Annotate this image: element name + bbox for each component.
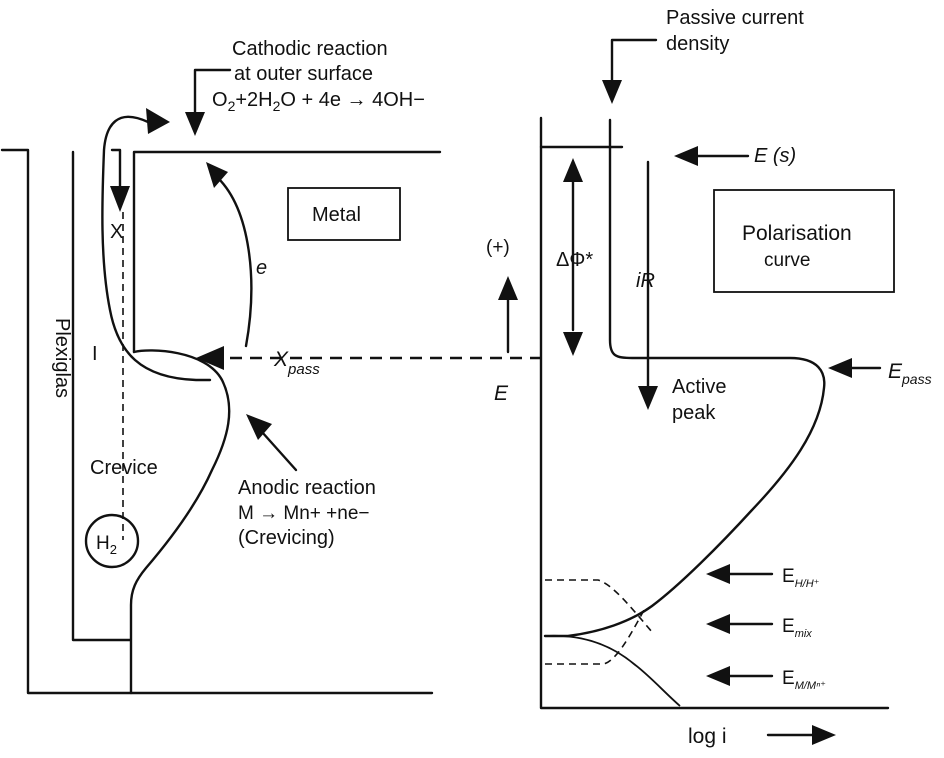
x-pass-arrowhead bbox=[196, 346, 224, 370]
e-mm-arrowhead bbox=[706, 666, 730, 686]
anodic-label-line2: M → Mn+ +ne− bbox=[238, 503, 369, 524]
cathodic-arrow-shaft bbox=[193, 68, 232, 120]
electron-arrowhead bbox=[206, 162, 228, 188]
plus-label: (+) bbox=[486, 237, 510, 258]
e-mm-label: EM/Mⁿ⁺ bbox=[782, 668, 826, 692]
anodic-label-line3: (Crevicing) bbox=[238, 527, 335, 549]
delta-phi-label: ΔΦ* bbox=[556, 249, 593, 271]
metal-block bbox=[132, 150, 442, 354]
h2-main: H bbox=[96, 533, 110, 554]
hydrogen-dashed-branch bbox=[545, 579, 653, 633]
e-mix-main: E bbox=[782, 616, 795, 637]
crevice-label: Crevice bbox=[90, 457, 158, 479]
metal-label: Metal bbox=[312, 204, 361, 226]
anodic-arrow-shaft bbox=[260, 430, 298, 472]
electron-arrow bbox=[216, 176, 253, 348]
x-pass-main: X bbox=[273, 348, 289, 371]
active-peak-line1: Active bbox=[672, 376, 726, 398]
plexiglas-label: Plexiglas bbox=[51, 318, 73, 398]
e-hh-main: E bbox=[782, 566, 795, 587]
anodic-arrowhead bbox=[246, 414, 272, 440]
cathodic-label-line2: at outer surface bbox=[234, 63, 373, 85]
cathodic-arrowhead bbox=[185, 112, 205, 136]
metal-label-box bbox=[287, 187, 401, 241]
electron-label: e bbox=[256, 257, 267, 279]
cathodic-label-line1: Cathodic reaction bbox=[232, 38, 388, 60]
e-mm-main: E bbox=[782, 668, 795, 689]
active-peak-line2: peak bbox=[672, 402, 716, 424]
eq-h-sub: 2 bbox=[273, 98, 281, 114]
e-hh-arrowhead bbox=[706, 564, 730, 584]
current-loop-arrowhead bbox=[146, 108, 170, 134]
cathodic-equation: O2+2H2O + 4e → 4OH− bbox=[212, 89, 425, 114]
e-pass-label: Epass bbox=[888, 360, 932, 387]
ir-arrowhead bbox=[638, 386, 658, 410]
e-pass-sub: pass bbox=[901, 371, 932, 387]
passive-arrowhead bbox=[602, 80, 622, 104]
passive-arrow-shaft bbox=[610, 38, 658, 86]
x-pass-sub: pass bbox=[287, 361, 320, 378]
h2-sub: 2 bbox=[110, 542, 117, 557]
eq-o-sub: 2 bbox=[228, 98, 236, 114]
delta-phi-arrowhead-down bbox=[563, 332, 583, 356]
e-hh-sub: H/H⁺ bbox=[795, 578, 820, 590]
passive-label-line2: density bbox=[666, 33, 729, 55]
plus-arrowhead bbox=[498, 276, 518, 300]
delta-phi-arrowhead-up bbox=[563, 158, 583, 182]
e-s-arrowhead bbox=[674, 146, 698, 166]
passive-label-line1: Passive current bbox=[666, 7, 804, 29]
e-mm-sub: M/Mⁿ⁺ bbox=[795, 680, 826, 692]
current-loop bbox=[101, 115, 212, 382]
eq-rest: O + 4e → 4OH− bbox=[280, 89, 425, 111]
x-arrowhead bbox=[110, 186, 130, 212]
eq-mid: +2H bbox=[235, 89, 272, 111]
e-axis bbox=[539, 116, 890, 710]
e-hh-label: EH/H⁺ bbox=[782, 566, 820, 590]
e-mix-arrowhead bbox=[706, 614, 730, 634]
plexiglas-inner-edge bbox=[71, 150, 132, 642]
ir-label: iR bbox=[636, 270, 655, 292]
log-i-label: log i bbox=[688, 725, 727, 748]
plexiglas-plate bbox=[0, 148, 434, 695]
e-mix-label: Emix bbox=[782, 616, 812, 640]
x-pass-label: Xpass bbox=[273, 348, 320, 378]
x-arrow-shaft bbox=[110, 148, 122, 192]
eq-o: O bbox=[212, 89, 228, 111]
h2-label: H2 bbox=[96, 533, 117, 557]
e-axis-label: E bbox=[494, 382, 509, 405]
polarisation-label-line2: curve bbox=[764, 250, 810, 271]
e-pass-main: E bbox=[888, 360, 903, 383]
polarisation-label-box bbox=[713, 189, 895, 293]
log-i-arrowhead bbox=[812, 725, 836, 745]
i-label: I bbox=[92, 343, 98, 365]
anodic-label-line1: Anodic reaction bbox=[238, 477, 376, 499]
e-s-label: E (s) bbox=[754, 145, 796, 167]
metal-crevice-edge bbox=[129, 349, 231, 695]
polarisation-label-line1: Polarisation bbox=[742, 222, 852, 245]
h2-bubble bbox=[84, 513, 140, 569]
x-label: X bbox=[110, 221, 123, 243]
mixed-branch-curve bbox=[544, 634, 681, 707]
e-mix-sub: mix bbox=[795, 628, 813, 640]
e-pass-arrowhead bbox=[828, 358, 852, 378]
